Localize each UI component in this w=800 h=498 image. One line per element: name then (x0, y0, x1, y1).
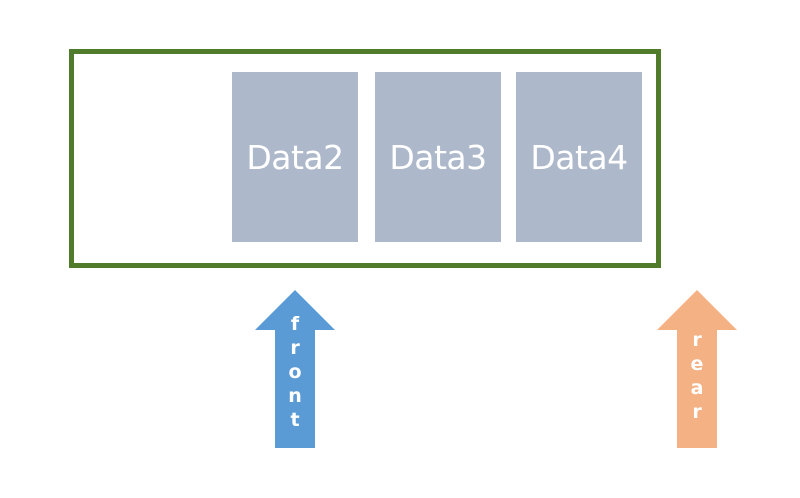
label-letter: e (690, 353, 704, 375)
cell-label: Data4 (530, 137, 628, 177)
label-letter: o (288, 361, 302, 383)
queue-cell-data2: Data2 (232, 72, 358, 242)
label-letter: r (692, 329, 702, 351)
cell-label: Data3 (389, 137, 487, 177)
label-letter: n (288, 385, 302, 407)
cell-label: Data2 (246, 137, 344, 177)
label-letter: t (290, 409, 300, 431)
queue-cell-data3: Data3 (375, 72, 501, 242)
label-letter: r (290, 337, 300, 359)
label-letter: r (692, 401, 702, 423)
label-letter: f (290, 313, 300, 335)
up-arrow-icon (657, 290, 737, 448)
label-letter: a (690, 377, 704, 399)
up-arrow-icon (255, 290, 335, 448)
queue-cell-data4: Data4 (516, 72, 642, 242)
